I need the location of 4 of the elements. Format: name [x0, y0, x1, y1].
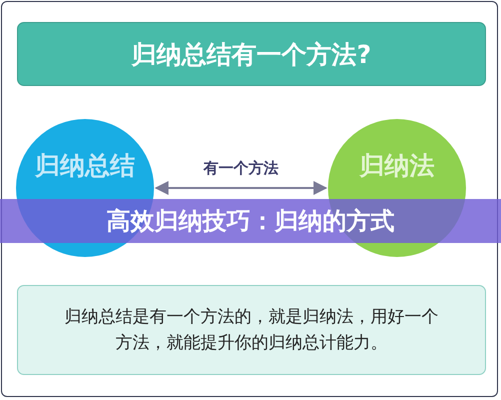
- double-arrow: [154, 181, 328, 195]
- title-box: 归纳总结有一个方法?: [17, 22, 486, 86]
- text-box: 归纳总结是有一个方法的，就是归纳法，用好一个方法，就能提升你的归纳总计能力。: [17, 285, 486, 375]
- title-banner: 高效归纳技巧：归纳的方式: [0, 199, 501, 243]
